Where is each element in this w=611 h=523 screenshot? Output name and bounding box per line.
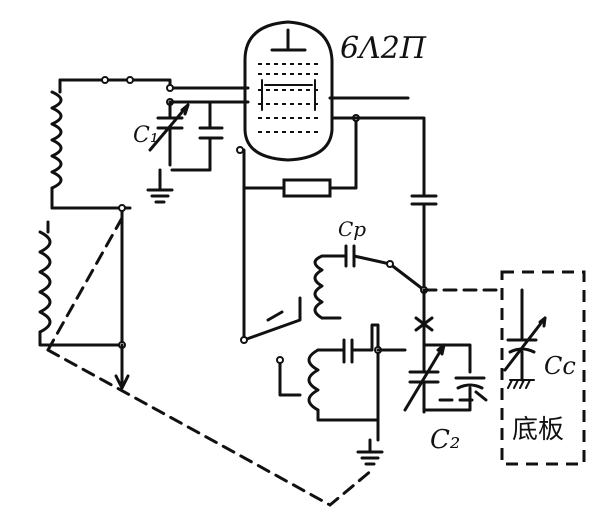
top-wire — [58, 78, 250, 90]
coil-l1 — [50, 78, 63, 210]
capacitor-c2 — [403, 338, 446, 414]
plate-wire — [330, 116, 426, 198]
cc-label: Cc — [544, 352, 576, 380]
coil-l2 — [38, 220, 124, 347]
node-mid — [236, 146, 244, 154]
capacitor-c1 — [148, 100, 190, 167]
dashed-bottom-loop — [46, 348, 374, 507]
node-l4 — [276, 356, 284, 364]
chassis-label: 底板 — [512, 415, 564, 445]
cp-label: Cp — [338, 217, 366, 241]
left-bus — [50, 206, 124, 382]
tube-label: 6Λ2Π — [340, 31, 427, 66]
c2-label: C₂ — [430, 425, 460, 455]
node-cp — [386, 260, 394, 268]
node-top-1 — [101, 76, 109, 84]
capacitor-trimmer — [422, 343, 488, 412]
output-arrow — [114, 343, 130, 390]
coil-l4 — [307, 348, 380, 422]
c1-label: C₁ — [133, 123, 159, 148]
capacitor-coupling — [410, 194, 438, 292]
node-cathode-bottom — [240, 336, 248, 344]
tube-grids — [258, 63, 320, 133]
vacuum-tube — [243, 20, 334, 162]
capacitor-cc — [503, 288, 547, 389]
resistor — [282, 178, 332, 198]
coil-l4-lead — [278, 358, 302, 397]
node-top-3 — [166, 84, 174, 92]
resistor-right-lead — [328, 116, 358, 190]
ground-2 — [356, 438, 384, 466]
capacitor-l4 — [338, 323, 380, 442]
capacitor-cp — [338, 244, 426, 292]
node-top-2 — [126, 76, 134, 84]
cross-mark — [414, 316, 434, 332]
node-left-top — [118, 204, 126, 212]
chassis-box — [500, 270, 586, 466]
coil-l3-tap — [242, 296, 302, 342]
ground-1 — [146, 168, 174, 204]
capacitor-grid — [168, 100, 250, 172]
coil-l3 — [313, 254, 342, 320]
tap-arrow — [266, 310, 284, 322]
dashed-left-diagonal — [46, 216, 124, 352]
